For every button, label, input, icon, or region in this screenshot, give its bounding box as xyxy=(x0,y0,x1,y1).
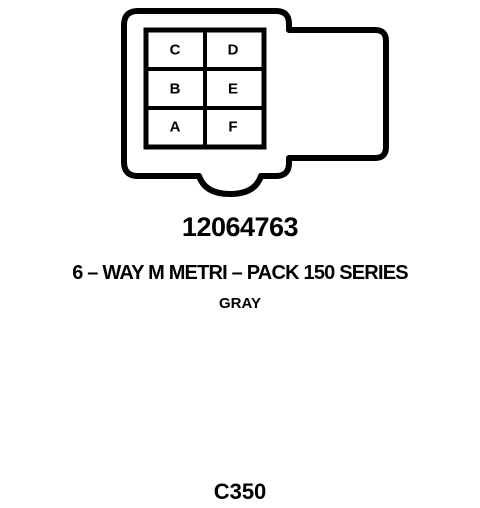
cavity-e-label: E xyxy=(228,81,238,98)
cavity-a-label: A xyxy=(170,119,181,136)
connector-description: 6 – WAY M METRI – PACK 150 SERIES xyxy=(72,262,408,284)
connector-face-diagram: C D B E A F xyxy=(121,8,389,197)
connector-id: C350 xyxy=(213,479,267,504)
cavity-b-label: B xyxy=(170,81,181,98)
cavity-f-label: F xyxy=(228,119,237,136)
connector-housing xyxy=(121,8,389,197)
part-number: 12064763 xyxy=(181,212,299,242)
cavity-d-label: D xyxy=(228,42,239,59)
connector-color: GRAY xyxy=(219,295,261,312)
cavity-c-label: C xyxy=(170,42,181,59)
